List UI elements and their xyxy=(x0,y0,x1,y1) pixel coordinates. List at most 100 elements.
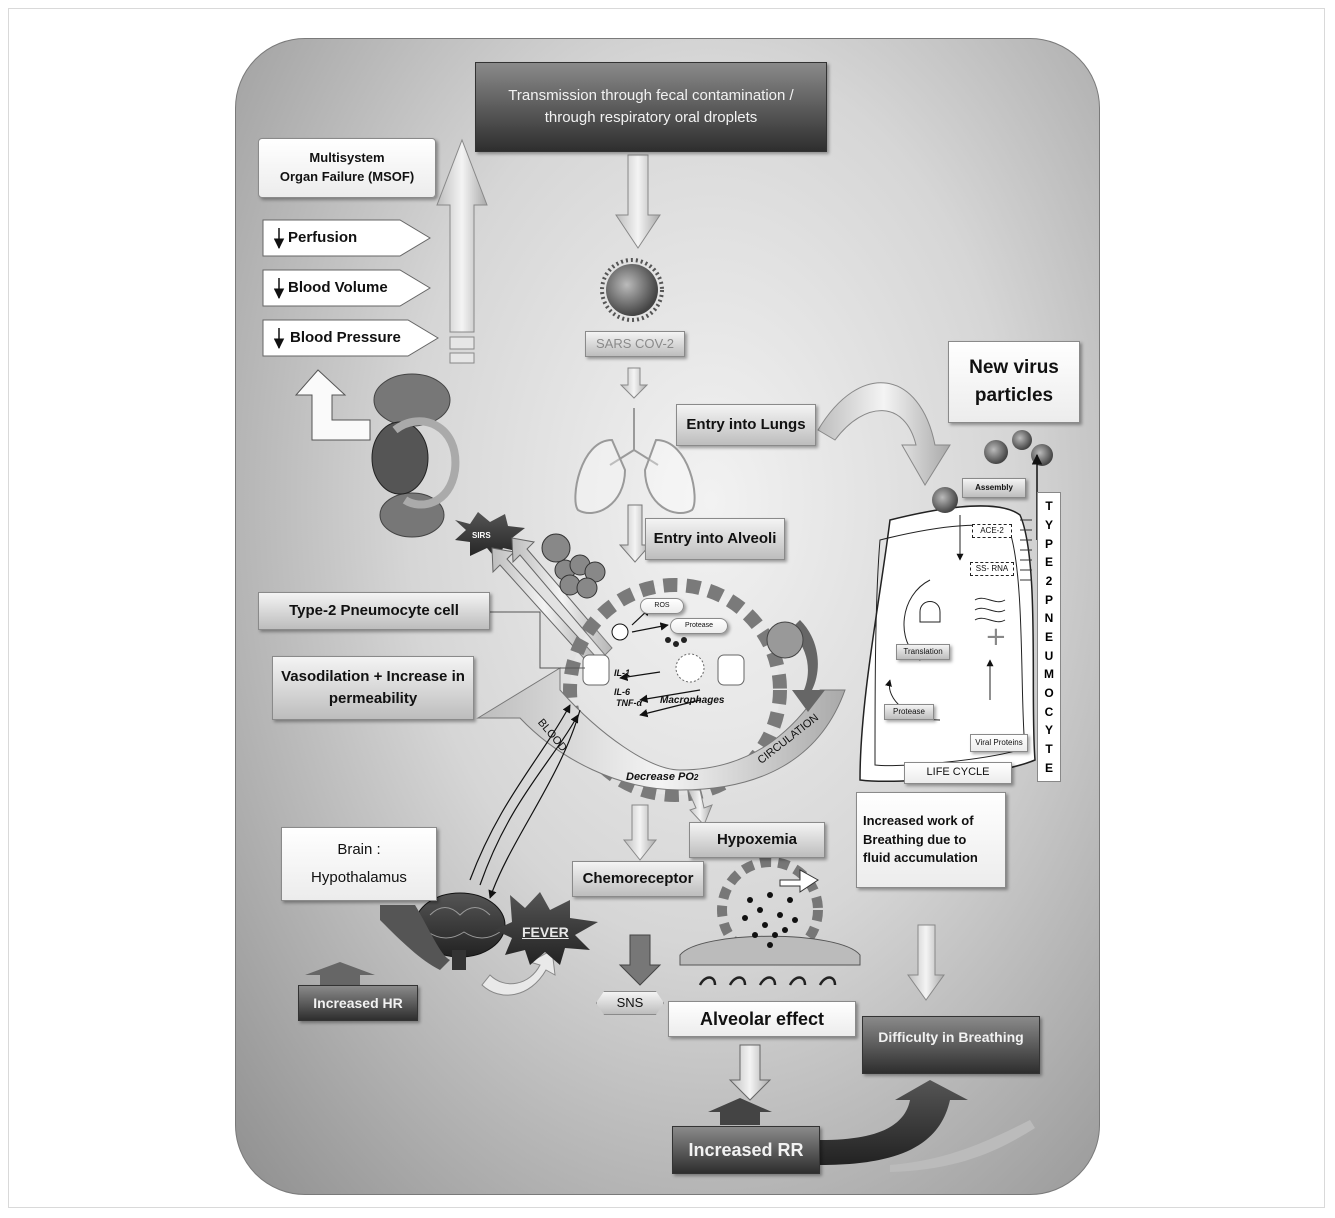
down-arrow-alveoli xyxy=(618,504,652,563)
upward-msof-arrow xyxy=(436,138,488,364)
vert-letter: T xyxy=(1045,499,1053,514)
ssrna-label: SS- RNA xyxy=(970,562,1014,576)
increased-rr-box: Increased RR xyxy=(672,1126,820,1174)
vert-letter: M xyxy=(1044,667,1054,682)
alveolar-effect-box: Alveolar effect xyxy=(668,1001,856,1037)
entry-lungs-box: Entry into Lungs xyxy=(676,404,816,446)
entry-alveoli-box: Entry into Alveoli xyxy=(645,518,785,560)
increased-hr-box: Increased HR xyxy=(298,985,418,1021)
transmission-box: Transmission through fecal contamination… xyxy=(475,62,827,152)
fever-burst xyxy=(495,892,598,965)
blood-volume-label: Blood Volume xyxy=(288,279,388,297)
perfusion-shape xyxy=(262,219,431,257)
protease-label: Protease xyxy=(670,618,728,634)
sirs-label: SIRS xyxy=(472,531,491,540)
vert-letter: Y xyxy=(1044,517,1053,532)
up-arrow-hr xyxy=(305,962,375,985)
smiley-icon xyxy=(611,623,629,641)
type2-pneumocyte-vertical-label: T Y P E 2 P N E U M O C Y T E xyxy=(1037,492,1061,782)
chemoreceptor-down-arrow-dark xyxy=(618,934,662,986)
new-virus-line1: New virus xyxy=(969,357,1059,379)
new-virus-box: New virus particles xyxy=(948,341,1080,423)
vert-letter: U xyxy=(1044,648,1054,663)
membrane-ridges xyxy=(1020,519,1032,581)
vert-letter: C xyxy=(1044,704,1054,719)
arrow-hypoxemia xyxy=(687,789,713,826)
curved-arrow-new-virus xyxy=(817,382,951,486)
il6-label: IL-6 xyxy=(614,687,631,697)
vert-letter: E xyxy=(1044,629,1053,644)
hypoxemia-box: Hypoxemia xyxy=(689,822,825,858)
lifecycle-protease-label: Protease xyxy=(884,704,934,720)
vert-letter: E xyxy=(1044,760,1053,775)
decrease-po2-text: Decrease PO xyxy=(626,771,694,783)
increased-work-line3: fluid accumulation xyxy=(863,850,978,866)
down-arrow-chemoreceptor xyxy=(622,804,658,861)
brain-line1: Brain : xyxy=(337,840,381,858)
down-arrow-difficulty xyxy=(907,924,945,1001)
sars-cov2-label: SARS COV-2 xyxy=(585,331,685,357)
vert-letter: T xyxy=(1045,741,1053,756)
cytokine-cell-icon xyxy=(675,653,705,683)
vert-letter: Y xyxy=(1044,723,1053,738)
immune-cell-icon xyxy=(717,654,745,686)
down-arrow-lungs xyxy=(619,367,649,399)
blood-pressure-shape xyxy=(262,319,439,357)
heart-circulation-icon xyxy=(371,373,460,538)
lungs-icon xyxy=(574,408,696,515)
cell-internal-arrows xyxy=(619,607,701,718)
po2-subscript: 2 xyxy=(693,773,699,783)
sns-label: SNS xyxy=(596,991,664,1015)
vasodilation-line2: permeability xyxy=(328,690,418,707)
vert-letter: P xyxy=(1044,592,1053,607)
translation-label: Translation xyxy=(896,644,950,660)
vert-letter: E xyxy=(1044,555,1053,570)
chemoreceptor-box: Chemoreceptor xyxy=(572,861,704,897)
curved-arrow-up-left xyxy=(294,369,371,441)
up-arrow-rr xyxy=(708,1098,772,1125)
brain-line2: Hypothalamus xyxy=(311,869,407,886)
new-virus-line2: particles xyxy=(974,385,1054,406)
down-arrow-transmission xyxy=(615,154,661,249)
type2-cell-box: Type-2 Pneumocyte cell xyxy=(258,592,490,630)
transmission-line1: Transmission through fecal contamination… xyxy=(508,87,794,105)
vert-letter: 2 xyxy=(1045,573,1053,588)
difficulty-breathing-box: Difficulty in Breathing xyxy=(862,1016,1040,1074)
transmission-line2: through respiratory oral droplets xyxy=(544,109,758,126)
viral-proteins-label: Viral Proteins xyxy=(970,734,1028,752)
ros-label: ROS xyxy=(640,598,684,614)
msof-line2: Organ Failure (MSOF) xyxy=(279,169,415,184)
alveolar-effect-icon xyxy=(679,857,861,986)
msof-box: Multisystem Organ Failure (MSOF) xyxy=(258,138,436,198)
svg-text:+: + xyxy=(985,622,1007,652)
sirs-burst xyxy=(455,512,525,560)
il1-label: IL-1 xyxy=(614,668,631,678)
increased-work-line1: Increased work of xyxy=(863,812,974,828)
msof-line1: Multisystem xyxy=(309,150,385,166)
vert-letter: O xyxy=(1044,685,1054,700)
increased-work-line2: Breathing due to xyxy=(863,831,967,847)
blood-volume-shape xyxy=(262,269,431,307)
vasodilation-box: Vasodilation + Increase in permeability xyxy=(272,656,474,720)
brain-hypothalamus-box: Brain : Hypothalamus xyxy=(281,827,437,901)
curved-arrow-brain xyxy=(380,905,450,970)
down-arrow-rr xyxy=(728,1044,772,1101)
increased-work-box: Increased work of Breathing due to fluid… xyxy=(856,792,1006,888)
blood-circulation-band xyxy=(476,667,846,791)
receptor-cell-icon xyxy=(582,654,610,686)
brain-blood-arrows xyxy=(469,704,581,899)
sars-cov2-virus-icon xyxy=(600,258,664,322)
ace2-label: ACE-2 xyxy=(972,524,1012,538)
type2-connector-line xyxy=(490,611,585,669)
fever-label: FEVER xyxy=(522,924,569,940)
new-virus-particles-icon xyxy=(932,430,1053,540)
perfusion-label: Perfusion xyxy=(288,229,358,247)
vasodilation-line1: Vasodilation + Increase in xyxy=(281,668,465,686)
macrophages-label: Macrophages xyxy=(660,695,725,706)
vert-letter: N xyxy=(1044,611,1054,626)
vert-letter: P xyxy=(1044,536,1053,551)
alveoli-cluster-icon xyxy=(541,533,606,599)
